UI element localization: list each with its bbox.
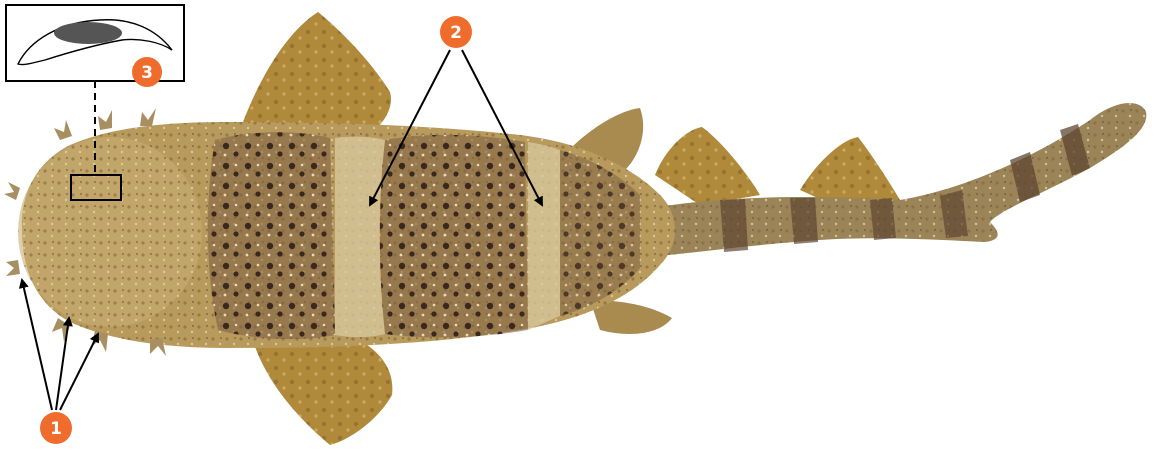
- pale-saddle-2: [528, 142, 560, 330]
- callout-label-1: 1: [50, 419, 62, 439]
- callout-badge-3: 3: [132, 57, 162, 87]
- callout-label-2: 2: [450, 23, 462, 43]
- callout-badge-1: 1: [40, 412, 72, 444]
- callout-label-3: 3: [141, 63, 153, 83]
- callout-badge-2: 2: [440, 16, 472, 48]
- pale-saddle-1: [335, 137, 385, 337]
